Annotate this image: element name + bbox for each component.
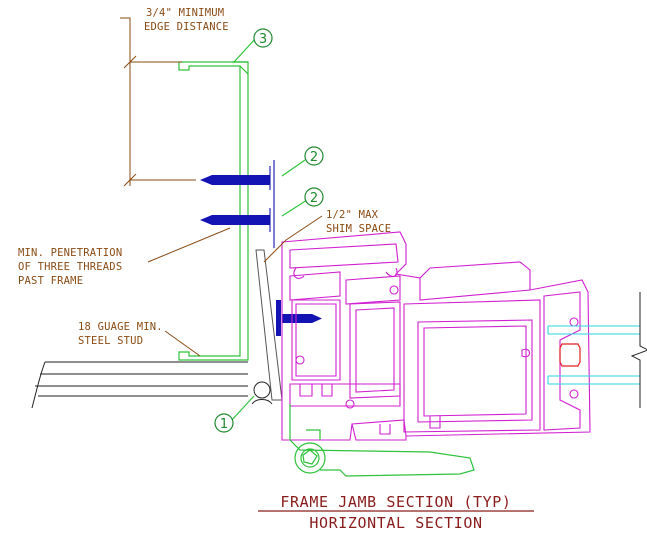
leader-lines — [147, 37, 323, 423]
title-line1: FRAME JAMB SECTION (TYP) — [280, 493, 511, 511]
note-shim-line1: 1/2" MAX — [326, 209, 379, 221]
insulating-glass-unit — [547, 325, 640, 385]
window-frame-profile — [281, 231, 591, 441]
steel-stud — [178, 61, 249, 361]
callout-2-lower-number: 2 — [310, 191, 318, 206]
note-stud-line2: STEEL STUD — [78, 335, 143, 347]
note-stud-line1: 18 GUAGE MIN. — [78, 321, 163, 333]
note-penetration-line3: PAST FRAME — [18, 275, 83, 287]
edge-distance-dimension — [120, 17, 196, 187]
nailing-fin-extension — [289, 404, 475, 477]
note-edge-distance-line1: 3/4" MINIMUM — [146, 7, 224, 19]
drawing-title: FRAME JAMB SECTION (TYP) HORIZONTAL SECT… — [258, 493, 534, 532]
fastener-screw-frame — [276, 300, 322, 336]
callout-2-upper: 2 — [304, 146, 324, 166]
fastener-screw-upper — [200, 160, 275, 248]
note-penetration-line1: MIN. PENETRATION — [18, 247, 122, 259]
note-shim-space: 1/2" MAX SHIM SPACE — [326, 209, 391, 235]
callout-1-number: 1 — [220, 417, 228, 432]
note-edge-distance-line2: EDGE DISTANCE — [144, 21, 229, 33]
note-steel-stud: 18 GUAGE MIN. STEEL STUD — [78, 321, 163, 347]
fastener-screw-lower — [200, 208, 271, 232]
callout-2-upper-number: 2 — [310, 150, 318, 165]
note-penetration-line2: OF THREE THREADS — [18, 261, 122, 273]
callout-2-lower: 2 — [304, 187, 324, 207]
wall-finish-boards — [31, 361, 248, 409]
note-shim-line2: SHIM SPACE — [326, 223, 391, 235]
note-penetration: MIN. PENETRATION OF THREE THREADS PAST F… — [18, 247, 122, 287]
note-edge-distance: 3/4" MINIMUM EDGE DISTANCE — [144, 7, 229, 33]
callout-1: 1 — [214, 413, 234, 433]
break-line — [630, 292, 647, 408]
sealant-joint — [251, 381, 273, 405]
title-line2: HORIZONTAL SECTION — [309, 514, 482, 532]
callout-3: 3 — [253, 28, 273, 48]
callout-3-number: 3 — [259, 32, 267, 47]
